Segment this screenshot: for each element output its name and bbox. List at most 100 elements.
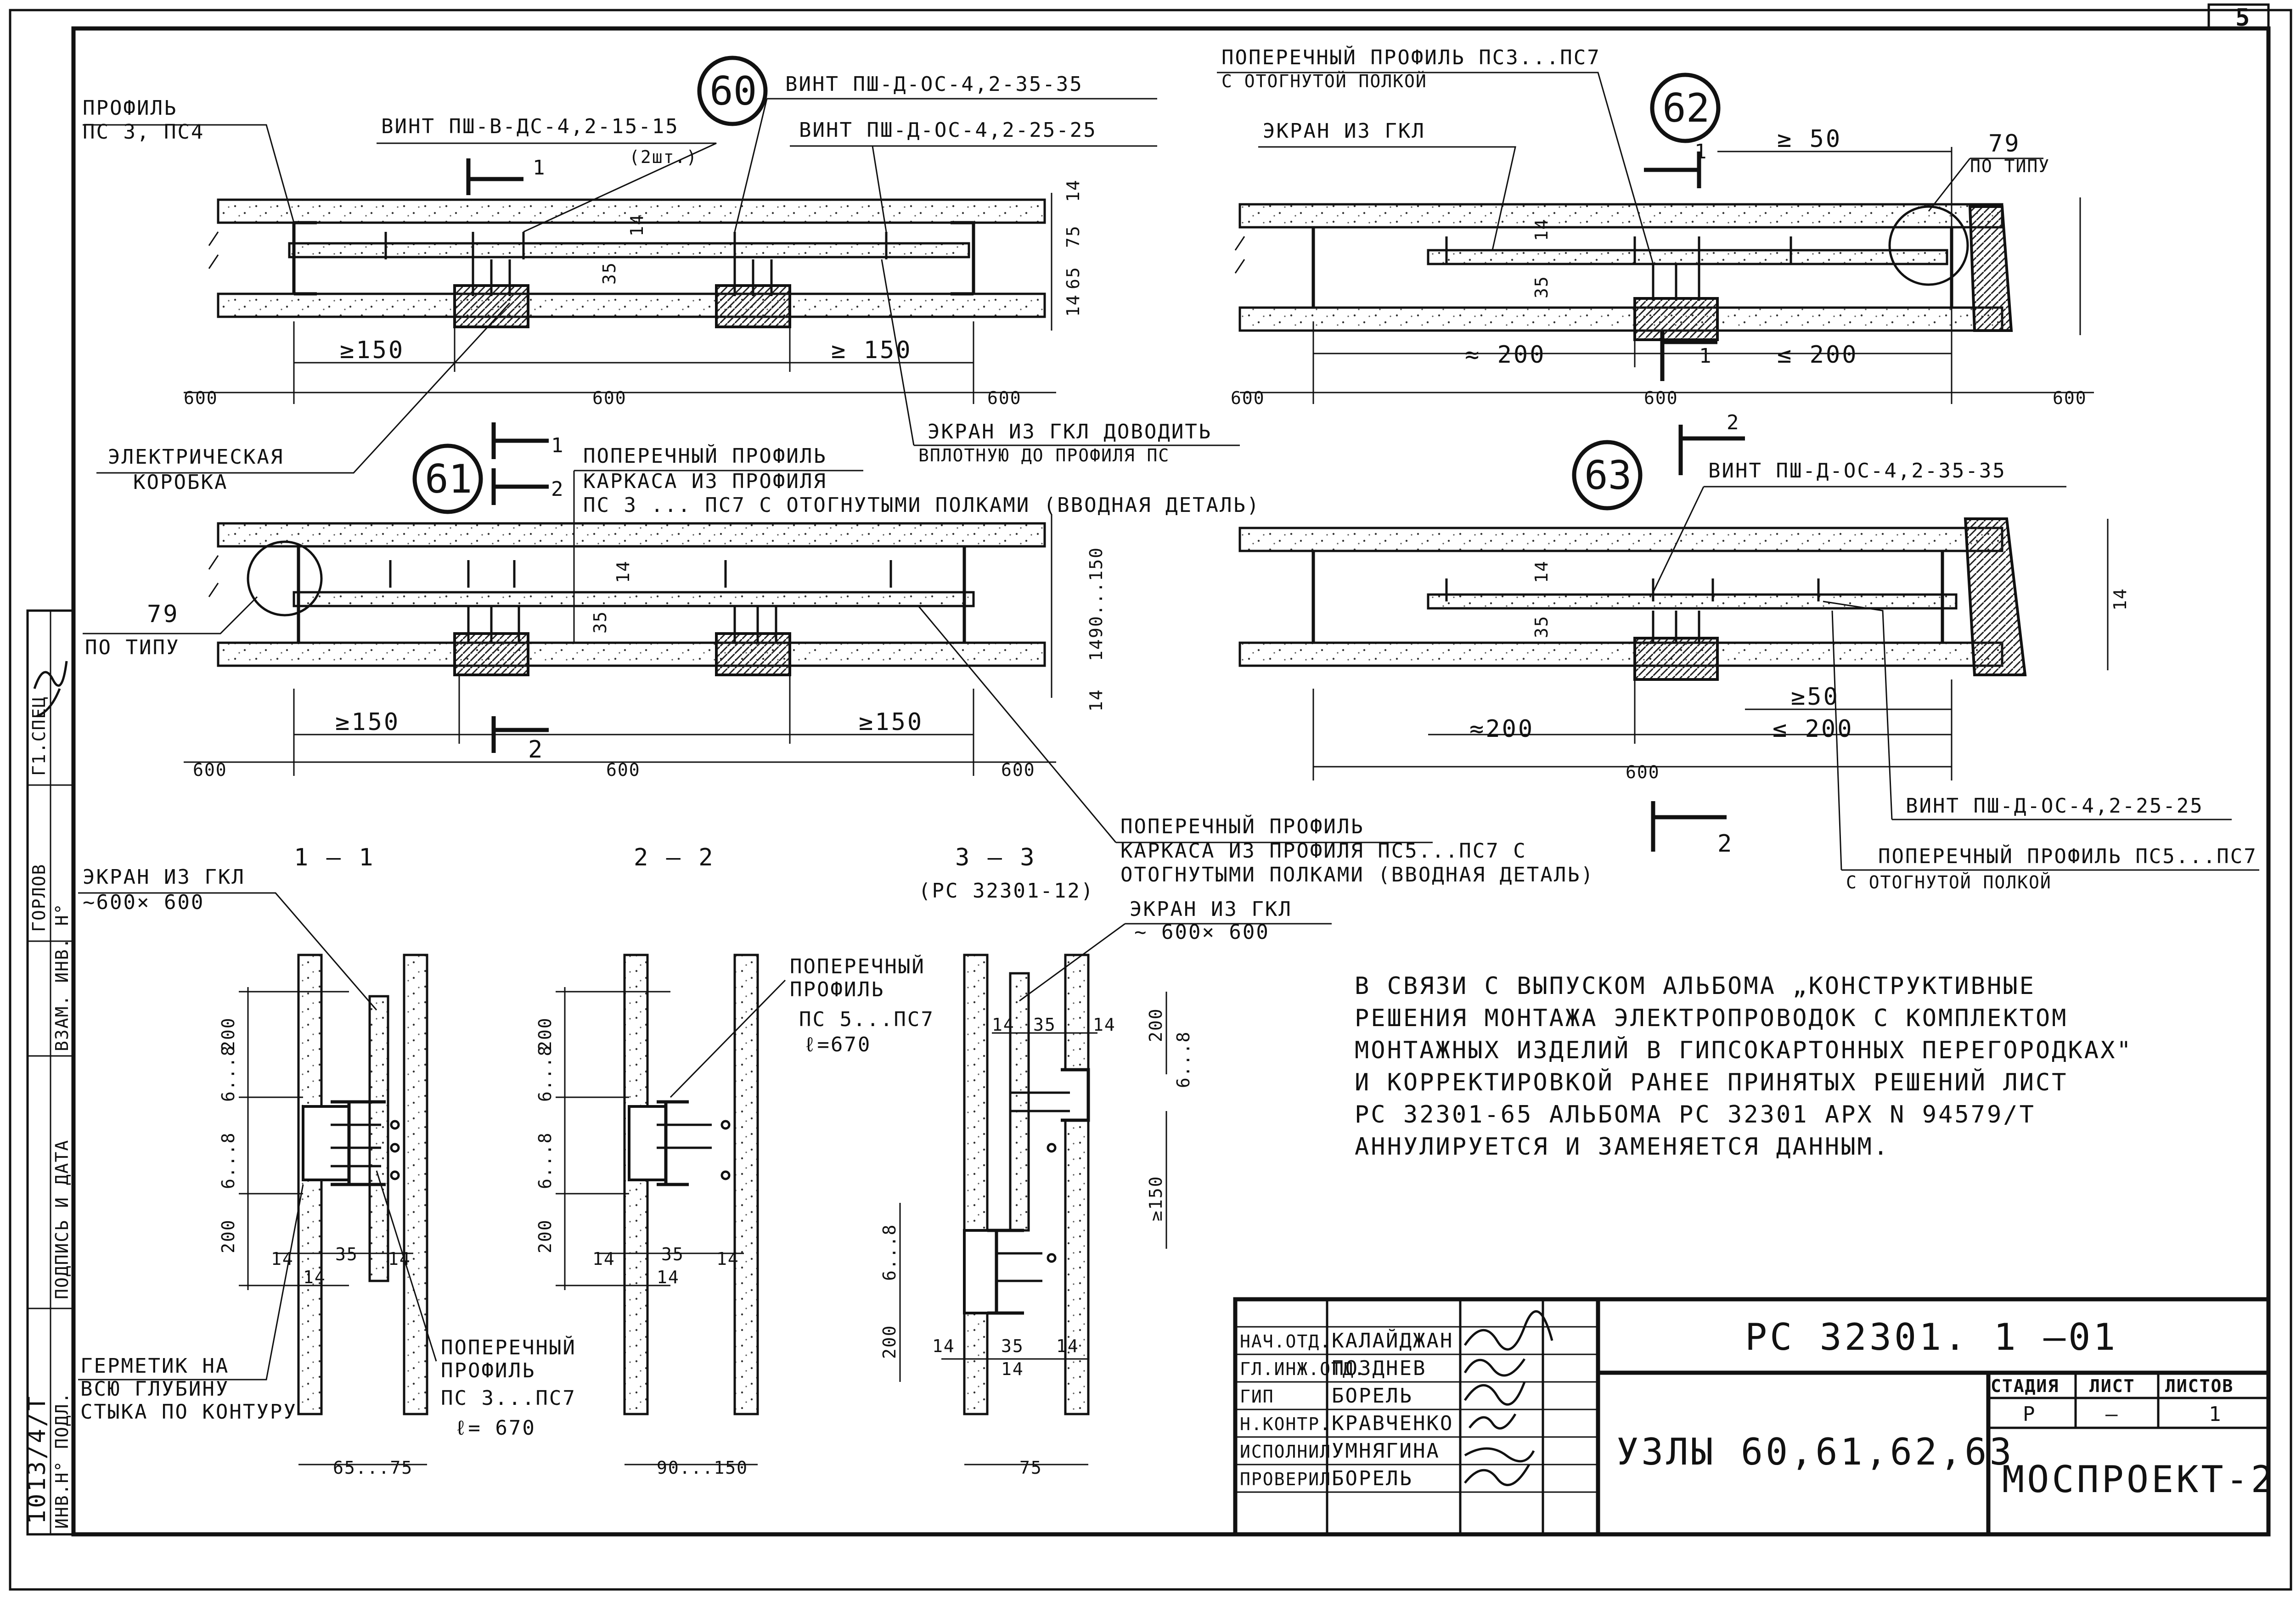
svg-text:14: 14	[303, 1267, 326, 1287]
sheets-header: ЛИСТОВ	[2165, 1376, 2234, 1396]
section-3-3-title: 3 — 3	[955, 844, 1036, 871]
svg-text:14: 14	[1056, 1336, 1079, 1356]
svg-text:600: 600	[1001, 760, 1035, 780]
svg-text:35: 35	[1531, 615, 1552, 638]
node-62-number: 62	[1662, 85, 1710, 131]
svg-text:90...150: 90...150	[1086, 547, 1106, 638]
svg-text:600: 600	[1231, 388, 1265, 408]
svg-text:200: 200	[879, 1325, 900, 1359]
node-61-detail-circle	[247, 540, 323, 617]
node-61-marker	[412, 443, 483, 514]
svg-text:КАРКАСА ИЗ ПРОФИЛЯ: КАРКАСА ИЗ ПРОФИЛЯ	[583, 470, 827, 493]
node-63-marker	[1572, 440, 1643, 511]
side-stamp: Г1.СПЕЦ ГОРЛОВ ИНВ.Н° ПОДЛ. ПОДПИСЬ И ДА…	[23, 609, 75, 1536]
section-3-3: 3 — 3 (РС 32301-12) 14 35 14 200 6...8 ≥…	[879, 844, 1332, 1478]
node-60: 60 ≥150 ≥ 150 600 600 600 14 75 65	[83, 56, 1240, 494]
svg-text:И КОРРЕКТИРОВКОЙ РАНЕЕ ПРИНЯТЫ: И КОРРЕКТИРОВКОЙ РАНЕЕ ПРИНЯТЫХ РЕШЕНИЙ …	[1355, 1068, 2068, 1096]
svg-text:ℓ= 670: ℓ= 670	[455, 1416, 536, 1440]
name-1: КАЛАЙДЖАН	[1332, 1328, 1453, 1353]
svg-text:35: 35	[335, 1244, 358, 1264]
section-3-3-screen: ЭКРАН ИЗ ГКЛ	[1130, 898, 1292, 921]
node-62-box	[1633, 297, 1719, 341]
node-62-screen	[1427, 249, 1948, 265]
node-60-screen	[288, 242, 970, 258]
svg-text:6...8: 6...8	[218, 1045, 238, 1102]
side-stamp-name: ГОРЛОВ	[29, 864, 49, 932]
node-60-wall-top	[217, 198, 1046, 224]
name-5: УМНЯГИНА	[1332, 1439, 1440, 1463]
svg-text:35: 35	[590, 611, 610, 634]
sheet-number: 5	[2235, 4, 2251, 32]
svg-text:14: 14	[592, 1249, 615, 1269]
svg-text:90...150: 90...150	[657, 1458, 748, 1478]
svg-text:ПС 3 ... ПС7 С ОТОГНУТЫМИ ПОЛ: ПС 3 ... ПС7 С ОТОГНУТЫМИ ПОЛКАМИ (ВВОДН…	[583, 494, 1261, 517]
svg-text:600: 600	[987, 388, 1022, 408]
node-61-cross-profile: ПОПЕРЕЧНЫЙ ПРОФИЛЬ	[583, 443, 827, 468]
svg-text:200: 200	[218, 1017, 238, 1051]
svg-text:6...8: 6...8	[218, 1132, 238, 1189]
role-2: ГЛ.ИНЖ.ОТД.	[1240, 1359, 1366, 1379]
svg-text:14: 14	[388, 1249, 411, 1269]
sheet-header: ЛИСТ	[2089, 1376, 2135, 1396]
svg-text:ОТОГНУТЫМИ ПОЛКАМИ (ВВОДНАЯ: ОТОГНУТЫМИ ПОЛКАМИ (ВВОДНАЯ ДЕТАЛЬ)	[1120, 863, 1594, 887]
node-60-screen-note: ЭКРАН ИЗ ГКЛ ДОВОДИТЬ	[928, 420, 1212, 443]
svg-text:14: 14	[1086, 638, 1106, 661]
svg-text:65: 65	[1063, 266, 1083, 289]
node-63-wall-bottom	[1238, 641, 2003, 667]
svg-text:14: 14	[1086, 689, 1106, 712]
drawing-title: УЗЛЫ 60,61,62,63	[1616, 1431, 2015, 1473]
svg-text:2: 2	[528, 736, 544, 763]
node-63-screw-2: ВИНТ ПШ-Д-ОС-4,2-25-25	[1906, 794, 2204, 818]
svg-text:ПО ТИПУ: ПО ТИПУ	[1970, 156, 2050, 176]
section-1-1-title: 1 — 1	[294, 844, 375, 871]
sheets-value: 1	[2209, 1403, 2223, 1426]
section-2-2: 2 — 2 200 6...8 6...8 200 14 35 14 14 90…	[535, 844, 933, 1478]
node-62-detail-circle	[1888, 205, 1969, 286]
svg-text:14: 14	[2110, 588, 2130, 611]
node-61-box-2	[715, 632, 791, 676]
svg-text:РС 32301-65 АЛЬБОМА РС 32301: РС 32301-65 АЛЬБОМА РС 32301 АРХ N 94579…	[1355, 1101, 2036, 1128]
name-2: ПОЗДНЕВ	[1332, 1357, 1426, 1380]
svg-text:6...8: 6...8	[1173, 1031, 1193, 1088]
stage-value: Р	[2023, 1403, 2037, 1426]
svg-text:ПРОФИЛЬ: ПРОФИЛЬ	[790, 978, 884, 1001]
section-1-1-screen: ЭКРАН ИЗ ГКЛ	[83, 865, 245, 889]
svg-text:≥150: ≥150	[1146, 1175, 1166, 1221]
node-61-typical: ПО ТИПУ	[85, 636, 180, 659]
node-60-wall-bottom	[217, 292, 1046, 318]
svg-text:В СВЯЗИ С ВЫПУСКОМ АЛЬБОМА: В СВЯЗИ С ВЫПУСКОМ АЛЬБОМА „КОНСТРУКТИВН…	[1355, 972, 2036, 1000]
node-60-dims	[184, 193, 1056, 404]
svg-text:РЕШЕНИЯ МОНТАЖА ЭЛЕКТРОПРОВО: РЕШЕНИЯ МОНТАЖА ЭЛЕКТРОПРОВОДОК С КОМПЛЕ…	[1355, 1005, 2068, 1032]
node-62-wall-bottom	[1238, 306, 2003, 332]
outer-frame	[9, 9, 2292, 1591]
node-61-screen	[293, 591, 975, 607]
sheet-number-box	[2207, 3, 2270, 30]
svg-text:14: 14	[992, 1015, 1015, 1035]
svg-text:600: 600	[193, 760, 227, 780]
node-62-ref-79: 79	[1988, 130, 2021, 157]
signatures-handwritten	[1463, 1310, 1553, 1487]
side-stamp-label-inv: ИНВ.Н° ПОДЛ.	[52, 1392, 72, 1529]
svg-text:≈200: ≈200	[1469, 715, 1534, 743]
role-4: Н.КОНТР.	[1240, 1414, 1331, 1434]
svg-text:600: 600	[1626, 762, 1660, 782]
section-1-1-sealant: ГЕРМЕТИК НА	[80, 1354, 229, 1378]
node-62-cross-profile: ПОПЕРЕЧНЫЙ ПРОФИЛЬ ПС3...ПС7	[1221, 45, 1601, 69]
sheet-value: —	[2105, 1403, 2119, 1426]
svg-text:≥ 150: ≥ 150	[831, 337, 912, 364]
svg-text:35: 35	[1033, 1015, 1056, 1035]
svg-text:≥150: ≥150	[335, 708, 400, 736]
annulment-note: В СВЯЗИ С ВЫПУСКОМ АЛЬБОМА „КОНСТРУКТИВН…	[1355, 972, 2131, 1161]
section-3-3-subtitle: (РС 32301-12)	[918, 879, 1094, 903]
svg-text:6...8: 6...8	[879, 1224, 900, 1281]
node-60-marker	[697, 56, 768, 126]
svg-text:ПОПЕРЕЧНЫЙ ПРОФИЛЬ: ПОПЕРЕЧНЫЙ ПРОФИЛЬ	[1120, 814, 1364, 838]
node-60-electric: ЭЛЕКТРИЧЕСКАЯ	[108, 445, 284, 469]
organization: МОСПРОЕКТ-2	[2002, 1458, 2276, 1501]
svg-text:1: 1	[533, 156, 546, 180]
svg-text:14: 14	[716, 1249, 739, 1269]
sheet-ref-number: 1013/4/Т	[23, 1395, 51, 1524]
node-63-wall-top	[1238, 527, 2003, 552]
svg-text:1: 1	[551, 434, 565, 457]
